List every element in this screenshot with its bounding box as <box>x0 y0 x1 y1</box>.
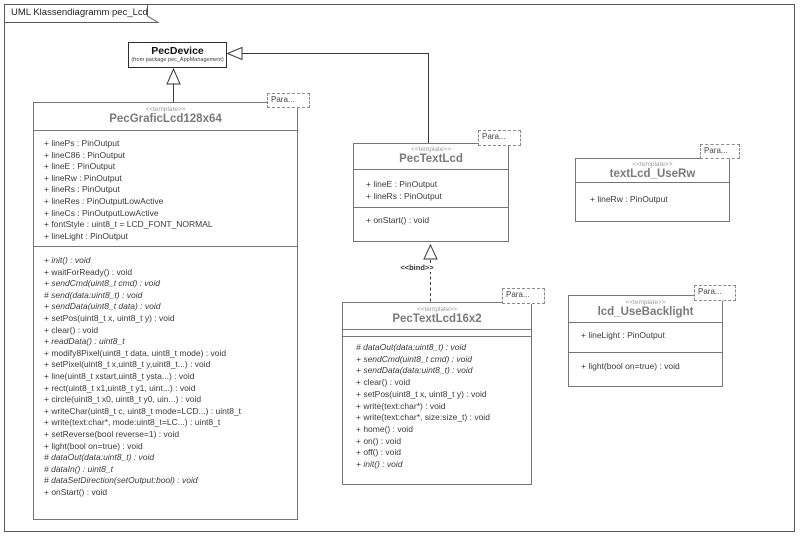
member: + lineRw : PinOutput <box>590 194 668 204</box>
attributes-compartment: + lineLight : PinOutput <box>569 322 722 352</box>
member: + write(text:char*, size:size_t) : void <box>356 412 490 423</box>
member: # dataSetDirection(setOutput:bool) : voi… <box>44 475 198 486</box>
template-param-tab-textlcd[interactable]: Para... <box>478 130 521 146</box>
template-param-tab-grafic[interactable]: Para... <box>267 93 310 108</box>
member: + light(bool on=true) : void <box>581 361 680 371</box>
stereotype-label: <<template>> <box>410 146 452 153</box>
methods-compartment: + light(bool on=true) : void <box>569 352 722 386</box>
class-pectextlcd16x2[interactable]: <<template>> PecTextLcd16x2 # dataOut(da… <box>342 302 532 485</box>
stereotype-label: <<template>> <box>625 299 666 306</box>
member: + lineRes : PinOutputLowActive <box>44 195 164 206</box>
methods-compartment: + init() : void+ waitForReady() : void+ … <box>34 246 297 519</box>
member: + lineLight : PinOutput <box>581 330 665 340</box>
class-origin-label: (from package pec_AppManagement) <box>131 57 224 63</box>
member: + sendCmd(uint8_t cmd) : void <box>44 278 160 289</box>
class-header: <<template>> PecGraficLcd128x64 <box>34 103 297 130</box>
methods-compartment: # dataOut(data:uint8_t) : void+ sendCmd(… <box>343 336 531 484</box>
member: + setPos(uint8_t x, uint8_t y) : void <box>44 312 175 323</box>
class-header: <<template>> lcd_UseBacklight <box>569 296 722 322</box>
member: # dataOut(data:uint8_t) : void <box>356 342 467 352</box>
class-pecgraficlcd128x64[interactable]: <<template>> PecGraficLcd128x64 + linePs… <box>33 102 298 520</box>
member: + init() : void <box>44 255 91 265</box>
member: + readData() : uint8_t <box>44 336 125 347</box>
stereotype-label: <<template>> <box>416 306 458 313</box>
methods-compartment: + onStart() : void <box>354 207 508 241</box>
member: + setPos(uint8_t x, uint8_t y) : void <box>356 388 487 399</box>
member: + setReverse(bool reverse=1) : void <box>44 428 180 439</box>
template-param-tab-userw[interactable]: Para... <box>700 144 740 159</box>
bind-stereotype-label: <<bind>> <box>395 263 439 272</box>
member: + lineCs : PinOutputLowActive <box>44 207 159 218</box>
class-pecdevice[interactable]: PecDevice (from package pec_AppManagemen… <box>128 42 227 68</box>
member: # send(data:uint8_t) : void <box>44 289 143 300</box>
member: + on() : void <box>356 435 402 446</box>
class-header: <<template>> PecTextLcd16x2 <box>343 303 531 329</box>
member: + onStart() : void <box>366 215 430 225</box>
attributes-compartment: + linePs : PinOutput+ lineC86 : PinOutpu… <box>34 130 297 246</box>
class-textlcd-userw[interactable]: <<template>> textLcd_UseRw + lineRw : Pi… <box>575 158 730 222</box>
class-name: textLcd_UseRw <box>609 168 696 180</box>
member: + rect(uint8_t x1,uint8_t y1, uint...) :… <box>44 382 196 393</box>
member: + lineC86 : PinOutput <box>44 149 126 160</box>
member: # dataIn() : uint8_t <box>44 463 113 474</box>
member: + sendCmd(uint8_t cmd) : void <box>356 353 472 364</box>
member: + lineE : PinOutput <box>44 161 116 172</box>
diagram-title: UML Klassendiagramm pec_Lcd <box>11 7 148 18</box>
member: + init() : void <box>356 459 403 470</box>
member: + write(text:char*, mode:uint8_t=LC...) … <box>44 417 221 428</box>
class-name: PecGraficLcd128x64 <box>109 113 222 125</box>
member: + lineRs : PinOutput <box>44 184 120 195</box>
member: + circle(uint8_t x0, uint8_t y0, uin...)… <box>44 394 202 405</box>
member: + clear() : void <box>356 377 411 388</box>
member: + setPixel(uint8_t x,uint8_t y,uint8_t..… <box>44 359 211 370</box>
attributes-compartment: + lineE : PinOutput + lineRs : PinOutput <box>354 169 508 207</box>
attributes-compartment: + lineRw : PinOutput <box>576 182 729 221</box>
class-name: PecTextLcd16x2 <box>392 313 482 325</box>
class-lcd-usebacklight[interactable]: <<template>> lcd_UseBacklight + lineLigh… <box>568 295 723 387</box>
class-name: PecDevice <box>151 45 204 57</box>
template-param-tab-backlight[interactable]: Para... <box>694 285 736 301</box>
template-param-tab-textlcd16x2[interactable]: Para... <box>502 288 545 304</box>
member: + clear() : void <box>44 324 99 335</box>
member: + lineRw : PinOutput <box>44 172 122 183</box>
member: + waitForReady() : void <box>44 266 133 277</box>
member: + light(bool on=true) : void <box>44 440 143 451</box>
member: + off() : void <box>356 447 401 458</box>
member: + linePs : PinOutput <box>44 138 120 148</box>
member: + sendData(uint8_t data) : void <box>44 301 161 312</box>
diagram-frame <box>4 4 795 532</box>
member: + lineE : PinOutput <box>366 179 438 189</box>
class-name: PecTextLcd <box>399 153 463 165</box>
member: + fontStyle : uint8_t = LCD_FONT_NORMAL <box>44 219 213 230</box>
member: + line(uint8_t xstart,uint8_t ysta...) :… <box>44 370 195 381</box>
member: + home() : void <box>356 423 413 434</box>
class-pectextlcd[interactable]: <<template>> PecTextLcd + lineE : PinOut… <box>353 143 509 242</box>
member: + onStart() : void <box>44 486 108 497</box>
member: + write(text:char*) : void <box>356 400 446 411</box>
member: + lineLight : PinOutput <box>44 230 128 241</box>
attributes-compartment <box>343 329 531 336</box>
stereotype-label: <<template>> <box>632 161 673 168</box>
member: + lineRs : PinOutput <box>366 191 442 201</box>
stereotype-label: <<template>> <box>145 106 186 113</box>
class-header: <<template>> PecTextLcd <box>354 144 508 169</box>
member: + modify8Pixel(uint8_t data, uint8_t mod… <box>44 347 227 358</box>
member: + writeChar(uint8_t c, uint8_t mode=LCD.… <box>44 405 242 416</box>
member: + sendData(data:uint8_t) : void <box>356 365 473 376</box>
class-header: <<template>> textLcd_UseRw <box>576 159 729 182</box>
class-name: lcd_UseBacklight <box>597 306 694 318</box>
member: # dataOut(data:uint8_t) : void <box>44 452 155 463</box>
